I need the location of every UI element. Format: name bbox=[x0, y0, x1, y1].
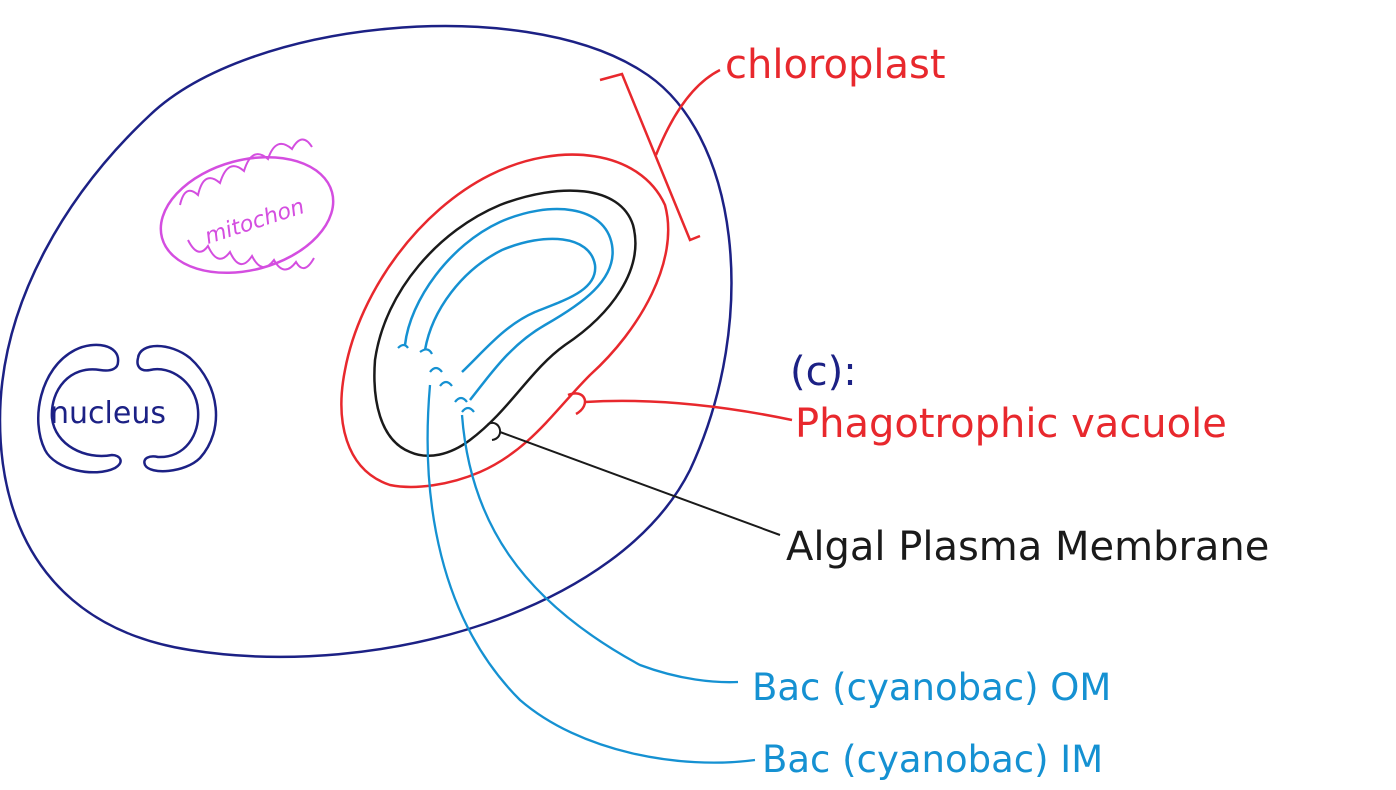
bac-im-label: Bac (cyanobac) IM bbox=[762, 738, 1103, 781]
nucleus: nucleus bbox=[38, 345, 216, 472]
algal-plasma-membrane bbox=[374, 191, 635, 456]
nucleus-label: nucleus bbox=[50, 396, 166, 431]
algal-plasma-membrane-label: Algal Plasma Membrane bbox=[786, 524, 1269, 570]
chloroplast-label: chloroplast bbox=[725, 42, 946, 88]
bac-outer-membrane bbox=[405, 209, 613, 400]
bac-membrane-curls bbox=[398, 345, 474, 412]
algal-plasma-membrane-leader bbox=[488, 423, 780, 535]
phagotrophic-vacuole-bracket bbox=[568, 393, 792, 420]
chloroplast-bracket bbox=[600, 70, 720, 240]
phagotrophic-vacuole-label: Phagotrophic vacuole bbox=[795, 401, 1227, 447]
mitochondrion: mitochon bbox=[148, 139, 346, 291]
part-label: (c): bbox=[790, 349, 857, 395]
bac-om-label: Bac (cyanobac) OM bbox=[752, 666, 1111, 709]
mitochondrion-cristae-top bbox=[180, 139, 312, 205]
mitochondrion-label: mitochon bbox=[202, 194, 308, 250]
